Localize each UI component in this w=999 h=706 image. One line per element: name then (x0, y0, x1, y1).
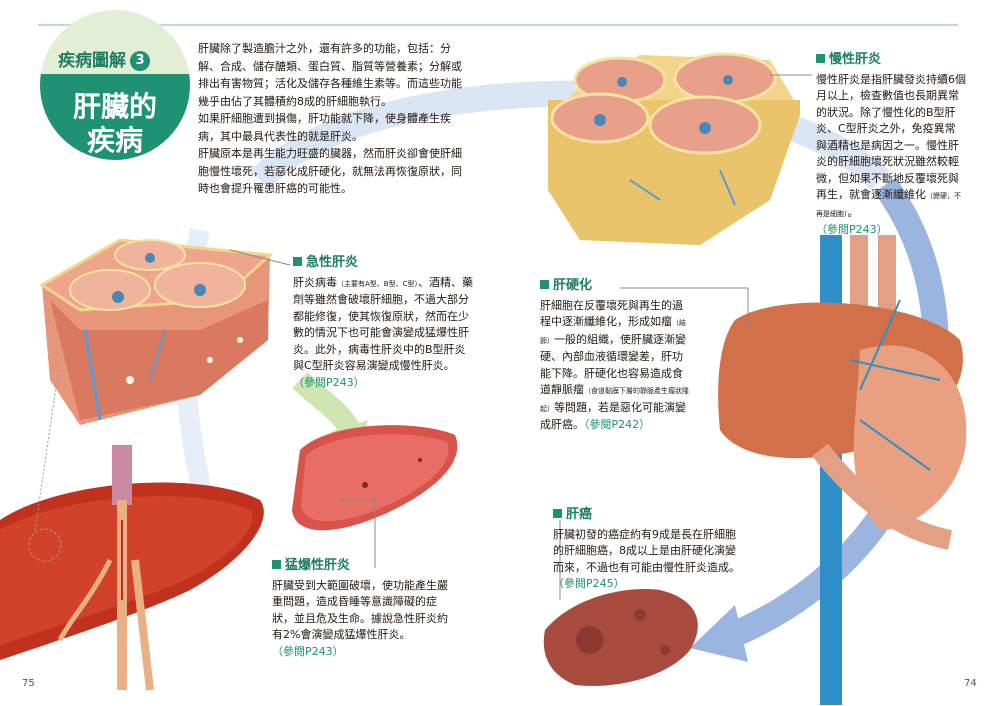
fulminant-body: 肝臟受到大範圍破壞，使功能產生嚴重問題，造成昏睡等意識障礙的症狀，並且危及生命。… (272, 578, 448, 642)
badge-circle (40, 10, 190, 160)
chronic-heading: 慢性肝炎 (816, 52, 966, 69)
chronic-body-end: 。 (847, 205, 859, 219)
cirrhosis-section: 肝硬化 肝細胞在反覆壞死與再生的過程中逐漸纖維化，形成如瘤（結節）一般的組織，使… (540, 278, 690, 434)
fulminant-hepatitis-section: 猛爆性肝炎 肝臟受到大範圍破壞，使功能產生嚴重問題，造成昏睡等意識障礙的症狀，並… (272, 558, 450, 660)
flow-arrow-top (250, 80, 890, 190)
cirrhosis-reference: （參閱P242） (584, 418, 651, 431)
header-rule (38, 24, 958, 26)
acute-heading-text: 急性肝炎 (306, 255, 359, 270)
badge-top (40, 10, 190, 74)
cirrhosis-note-b: （食道黏膜下層的靜脈產生瘤狀隆起） (540, 387, 689, 413)
acute-body: 肝炎病毒（主要有A型、B型、C型）、酒精、藥劑等雖然會破壞肝細胞，不過大部分都能… (293, 275, 473, 375)
green-arrow (292, 372, 360, 436)
chronic-hepatitis-section: 慢性肝炎 慢性肝炎是指肝臟發炎持續6個月以上，檢查數值也長期異常的狀況。除了慢性… (816, 52, 966, 239)
heading-marker-icon (540, 280, 549, 289)
chronic-body-note: （變硬，不再是細胞） (816, 192, 961, 218)
badge-bottom (40, 74, 190, 160)
page-number-right: 74 (964, 678, 977, 689)
intro-paragraph-3: 肝臟原本是再生能力旺盛的臟器，然而肝炎卻會使肝細胞慢性壞死，若惡化成肝硬化，就無… (198, 147, 462, 195)
cancer-heading-text: 肝癌 (566, 507, 593, 522)
acute-tissue-block (39, 238, 274, 425)
acute-reference: （參閱P243） (293, 375, 365, 389)
chronic-tissue-block (548, 52, 800, 245)
cirrhosis-heading-text: 肝硬化 (553, 278, 593, 293)
fulminant-heading-text: 猛爆性肝炎 (285, 558, 351, 573)
page-title-line2: 疾病 (86, 124, 143, 157)
cirrhosis-body-c: 等問題，若是惡化可能演變成肝癌。 (540, 400, 686, 432)
acute-body-b: 、酒精、藥劑等雖然會破壞肝細胞，不過大部分都能修復，使其恢復原狀，然而在少數的情… (293, 275, 473, 373)
fulminant-reference: （參閱P243） (272, 644, 344, 658)
acute-body-note: （主要有A型、B型、C型） (337, 279, 418, 288)
heading-marker-icon (272, 560, 281, 569)
chronic-body-main: 慢性肝炎是指肝臟發炎持續6個月以上，檢查數值也長期異常的狀況。除了慢性化的B型肝… (816, 72, 966, 202)
liver-cancer-section: 肝癌 肝臟初發的癌症約有9成是長在肝細胞的肝細胞癌，8成以上是由肝硬化演變而來，… (553, 507, 745, 593)
leader-line-acute (229, 249, 291, 266)
cirrhosis-body-a: 肝細胞在反覆壞死與再生的過程中逐漸纖維化，形成如瘤 (540, 298, 683, 329)
chronic-body: 慢性肝炎是指肝臟發炎持續6個月以上，檢查數值也長期異常的狀況。除了慢性化的B型肝… (816, 72, 966, 223)
acute-hepatitis-section: 急性肝炎 肝炎病毒（主要有A型、B型、C型）、酒精、藥劑等雖然會破壞肝細胞，不過… (293, 255, 473, 391)
heading-marker-icon (553, 509, 562, 518)
cancer-body: 肝臟初發的癌症約有9成是長在肝細胞的肝細胞癌，8成以上是由肝硬化演變而來，不過也… (553, 527, 740, 574)
cirrhosis-body-b: 一般的組織，使肝臟逐漸變硬、內部血液循環變差，肝功能下降。肝硬化也容易造成食道靜… (540, 332, 686, 397)
intro-paragraph-1: 肝臟除了製造膽汁之外，還有許多的功能，包括：分解、合成、儲存醣類、蛋白質、脂質等… (198, 42, 462, 108)
intro-paragraph-2: 如果肝細胞遭到損傷，肝功能就下降，使身體產生疾病，其中最具代表性的就是肝炎。 (198, 112, 451, 143)
intro-text: 肝臟除了製造膽汁之外，還有許多的功能，包括：分解、合成、儲存醣類、蛋白質、脂質等… (198, 40, 468, 198)
cancer-heading: 肝癌 (553, 507, 745, 524)
chronic-heading-text: 慢性肝炎 (829, 52, 882, 67)
heading-marker-icon (293, 257, 302, 266)
cancer-liver (543, 589, 698, 686)
cirrhosis-illustration (718, 235, 967, 705)
flow-arrow-head (690, 605, 748, 662)
page-number-left: 75 (22, 678, 35, 689)
fulminant-liver-slice (292, 425, 458, 531)
badge-tag-text: 疾病圖解 (58, 51, 126, 71)
cirrhosis-body: 肝細胞在反覆壞死與再生的過程中逐漸纖維化，形成如瘤（結節）一般的組織，使肝臟逐漸… (540, 298, 690, 434)
acute-body-a: 肝炎病毒 (293, 275, 337, 289)
page-title-line1: 肝臟的 (72, 90, 157, 123)
fulminant-heading: 猛爆性肝炎 (272, 558, 450, 575)
acute-heading: 急性肝炎 (293, 255, 473, 272)
liver-illustration (0, 359, 264, 691)
chronic-reference: （參閱P243） (816, 223, 888, 236)
cirrhosis-heading: 肝硬化 (540, 278, 690, 295)
cirrhosis-note-a: （結節） (540, 319, 686, 345)
heading-marker-icon (816, 54, 825, 63)
cancer-reference: （參閱P245） (553, 577, 625, 590)
badge-number: 3 (130, 51, 150, 71)
